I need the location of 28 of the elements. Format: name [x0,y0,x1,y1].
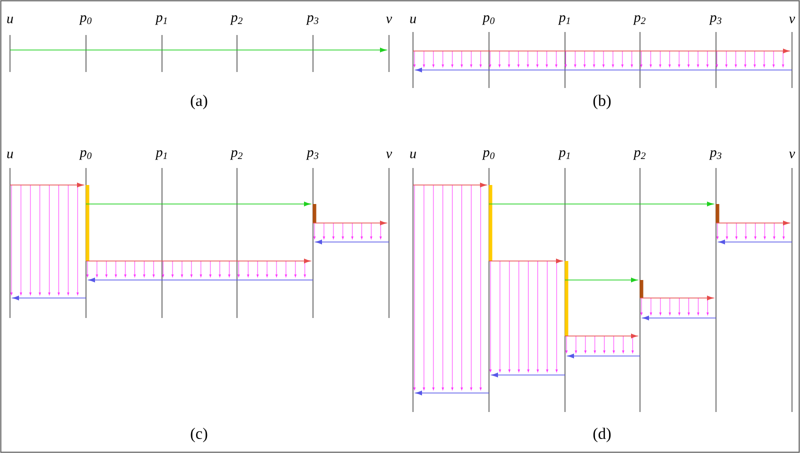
panel-caption: (a) [190,94,208,110]
line-label: p$_{1}$ [558,150,570,160]
line-label: p$_{3}$ [709,150,722,160]
line-label: p$_{1}$ [155,150,167,160]
line-label: v [386,16,392,24]
line-label: u [410,152,416,158]
line-label: p$_{0}$ [482,15,495,25]
line-label: p$_{3}$ [709,15,722,25]
line-label: v [789,152,796,158]
line-label: p$_{2}$ [230,15,242,25]
line-label: p$_{2}$ [633,15,646,25]
line-label: v [789,16,796,24]
line-label: u [7,152,13,158]
line-label: p$_{3}$ [306,150,318,160]
line-label: p$_{0}$ [79,15,92,25]
line-label: p$_{2}$ [633,150,646,160]
line-label: p$_{2}$ [230,150,242,160]
line-label: p$_{0}$ [79,150,92,160]
line-label: u [7,16,13,24]
panel-caption: (b) [593,94,611,110]
line-label: v [386,152,392,158]
panel-caption: (d) [593,428,611,442]
line-label: p$_{1}$ [558,15,570,25]
line-label: u [410,16,416,24]
panel-caption: (c) [190,428,208,442]
line-label: p$_{3}$ [306,15,318,25]
line-label: p$_{1}$ [155,15,167,25]
line-label: p$_{0}$ [482,150,495,160]
